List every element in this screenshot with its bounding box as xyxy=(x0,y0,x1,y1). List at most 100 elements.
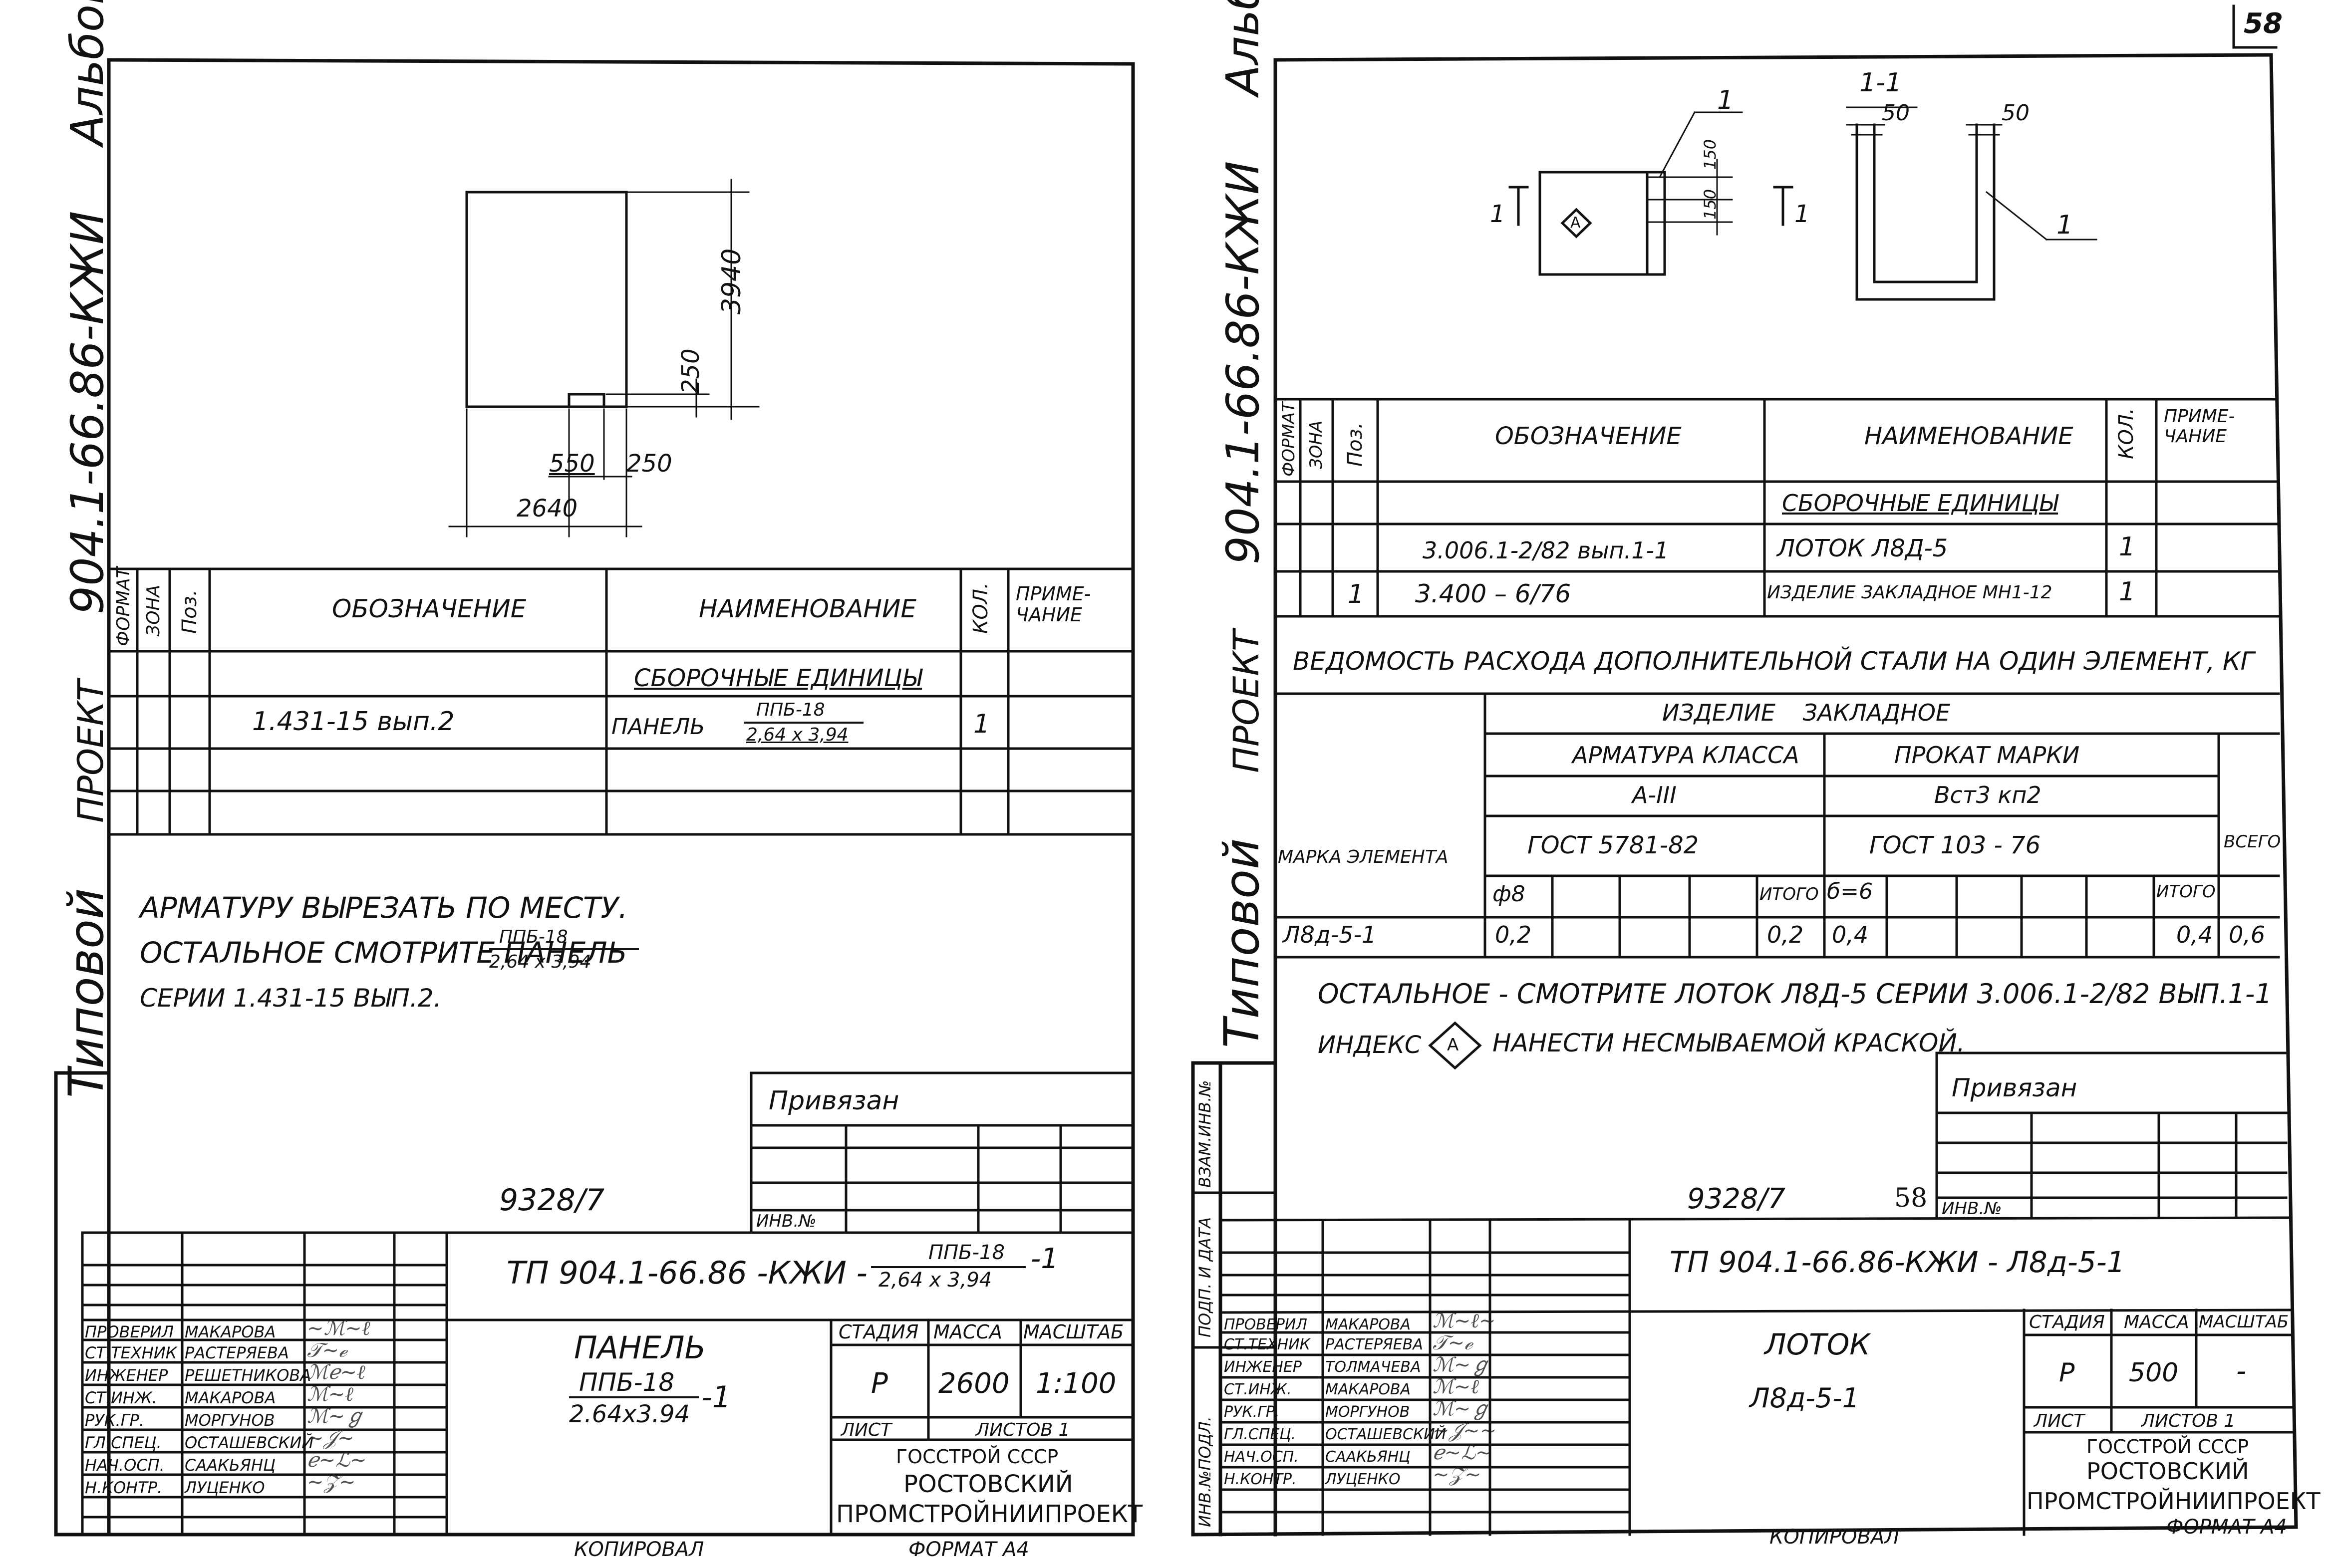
left-spec-row1-frac-bottom: 2,64 х 3,94 xyxy=(746,725,849,745)
left-privyazan-inv: Инв.№ xyxy=(756,1211,817,1231)
right-spec-row1-name: Лоток Л8д-5 xyxy=(1777,534,1948,562)
left-side-title-p3: 904.1-66.86-КЖИ xyxy=(61,211,114,615)
dim-250-horizontal: 250 xyxy=(626,450,672,478)
left-name-6: Саакьянц xyxy=(185,1456,276,1475)
steel-h-itogo1: Итого xyxy=(1759,884,1819,904)
right-name-4: Моргунов xyxy=(1325,1403,1410,1421)
right-name-1: Растеряева xyxy=(1325,1336,1423,1353)
right-spec-header-name: Наименование xyxy=(1864,422,2073,450)
right-name-3: Макарова xyxy=(1325,1381,1411,1398)
right-spec-header-format: Формат xyxy=(1279,402,1299,477)
left-scale-label: Масштаб xyxy=(1023,1321,1124,1343)
right-privyazan-inv: Инв.№ xyxy=(1942,1199,2002,1219)
steel-h-mark: Марка элемента xyxy=(1278,847,1449,867)
right-section-title: 1-1 xyxy=(1859,68,1902,98)
left-note-line3: серии 1.431-15 вып.2. xyxy=(140,984,442,1013)
right-privyazan-title: Привязан xyxy=(1952,1073,2077,1102)
right-name-6: Саакьянц xyxy=(1325,1448,1411,1466)
left-spec-header-format: Формат xyxy=(113,567,134,646)
right-spec-row2-pos: 1 xyxy=(1348,579,1365,609)
steel-h-rebar-class: А-III xyxy=(1632,782,1677,808)
right-org-line3: ПРОМСТРОЙНИИПРОЕКТ xyxy=(2027,1488,2321,1515)
left-org-line3: ПРОМСТРОЙНИИПРОЕКТ xyxy=(836,1500,1143,1528)
right-cut-label-left: 1 xyxy=(1490,200,1505,228)
page-number-frame xyxy=(2232,4,2278,49)
left-scale-value: 1:100 xyxy=(1036,1367,1117,1400)
right-dim-150-top: 150 xyxy=(1701,139,1720,170)
left-privyazan-title: Привязан xyxy=(769,1086,899,1116)
right-name-5: Осташевский xyxy=(1325,1426,1447,1443)
left-spec-row1-name: Панель xyxy=(611,714,705,740)
right-marker-letter: А xyxy=(1570,214,1581,232)
dim-550: 550 xyxy=(549,450,595,478)
right-leader-label-1: 1 xyxy=(1717,85,1734,115)
right-spec-row2-designation: 3.400 – 6/76 xyxy=(1415,579,1571,608)
right-sheet-label: Лист xyxy=(2034,1411,2085,1431)
dim-2640: 2640 xyxy=(517,495,578,523)
left-name-7: Луценко xyxy=(185,1478,265,1497)
right-spec-header-pos: Поз. xyxy=(1344,422,1367,467)
left-spec-table xyxy=(107,567,1135,836)
right-org-line1: ГОССТРОЙ СССР xyxy=(2086,1436,2249,1458)
left-spec-header-qty: Кол. xyxy=(969,582,992,634)
left-title-code: ТП 904.1-66.86 -КЖИ - xyxy=(507,1255,868,1291)
right-role-7: Н.контр. xyxy=(1224,1471,1297,1488)
steel-h-item: Изделие закладное xyxy=(1662,699,1951,726)
right-footer-copied: Копировал xyxy=(1769,1526,1900,1549)
left-role-0: Проверил xyxy=(85,1322,174,1341)
right-spec-row1-designation: 3.006.1-2/82 вып.1-1 xyxy=(1423,537,1669,564)
left-name-0: Макарова xyxy=(185,1322,276,1341)
left-side-title-p1: Типовой xyxy=(58,888,114,1098)
left-spec-header-pos: Поз. xyxy=(178,589,201,634)
page-number: 58 xyxy=(2244,7,2283,40)
right-cut-label-right: 1 xyxy=(1794,200,1810,228)
left-spec-header-zone: Зона xyxy=(143,584,164,636)
right-side-title-p2: проект xyxy=(1226,630,1267,773)
dim-250-vertical: 250 xyxy=(677,348,705,394)
left-side-title-p2: проект xyxy=(70,680,111,823)
left-spec-row1-designation: 1.431-15 вып.2 xyxy=(252,707,455,737)
left-sheets-label: Листов 1 xyxy=(976,1420,1070,1440)
right-role-0: Проверил xyxy=(1224,1316,1307,1333)
right-spec-row2-qty: 1 xyxy=(2119,577,2136,607)
left-role-4: Рук.гр. xyxy=(85,1411,144,1430)
right-title-block xyxy=(1219,1216,2295,1536)
steel-h-rolled-grade: Вст3 кп2 xyxy=(1934,782,2042,808)
steel-r-b6: 0,4 xyxy=(1832,921,1869,948)
right-note-line2b: нанести несмываемой краской. xyxy=(1492,1029,1965,1057)
left-role-3: Ст.инж. xyxy=(85,1388,157,1407)
right-doc-name1: Лоток xyxy=(1764,1327,1870,1361)
left-footer-copied: Копировал xyxy=(574,1538,704,1561)
right-role-6: Нач.осп. xyxy=(1224,1448,1299,1466)
right-role-1: Ст.техник xyxy=(1224,1336,1310,1353)
left-sheet-frame xyxy=(54,58,1135,1537)
left-mass-value: 2600 xyxy=(938,1367,1010,1400)
left-spec-section: Сборочные единицы xyxy=(634,664,922,692)
left-title-code-frac-bottom: 2,64 х 3,94 xyxy=(878,1269,992,1292)
steel-h-rebar-gost: ГОСТ 5781-82 xyxy=(1527,831,1699,859)
left-note-frac-line xyxy=(489,948,639,950)
left-sheet-label: Лист xyxy=(841,1420,892,1440)
right-note-marker-letter: А xyxy=(1447,1035,1459,1055)
right-spec-header-qty: Кол. xyxy=(2115,408,2138,459)
right-role-2: Инженер xyxy=(1224,1358,1302,1376)
right-side-title-p4: Альбом 7 xyxy=(1217,0,1269,96)
right-role-5: Гл.спец. xyxy=(1224,1426,1296,1443)
left-org-line1: ГОССТРОЙ СССР xyxy=(896,1446,1059,1468)
right-dim-150-bottom: 150 xyxy=(1701,189,1720,220)
left-side-title-p4: Альбом 7 xyxy=(61,0,114,146)
left-mass-label: Масса xyxy=(933,1321,1002,1343)
left-archive-number: 9328/7 xyxy=(499,1183,605,1218)
right-mass-value: 500 xyxy=(2129,1358,2179,1388)
left-title-code-frac-line xyxy=(871,1266,1026,1268)
note-index-marker xyxy=(1428,1021,1482,1070)
left-spec-header-note: Приме-чание xyxy=(1016,583,1091,626)
right-side-stamp-dividers xyxy=(1191,1191,1277,1349)
steel-table-title: Ведомость расхода дополнительной стали н… xyxy=(1293,647,2255,676)
left-note-line1: Арматуру вырезать по месту. xyxy=(140,891,628,925)
steel-r-itogo1: 0,2 xyxy=(1767,921,1804,948)
left-doc-frac-top: ППБ-18 xyxy=(579,1368,675,1397)
